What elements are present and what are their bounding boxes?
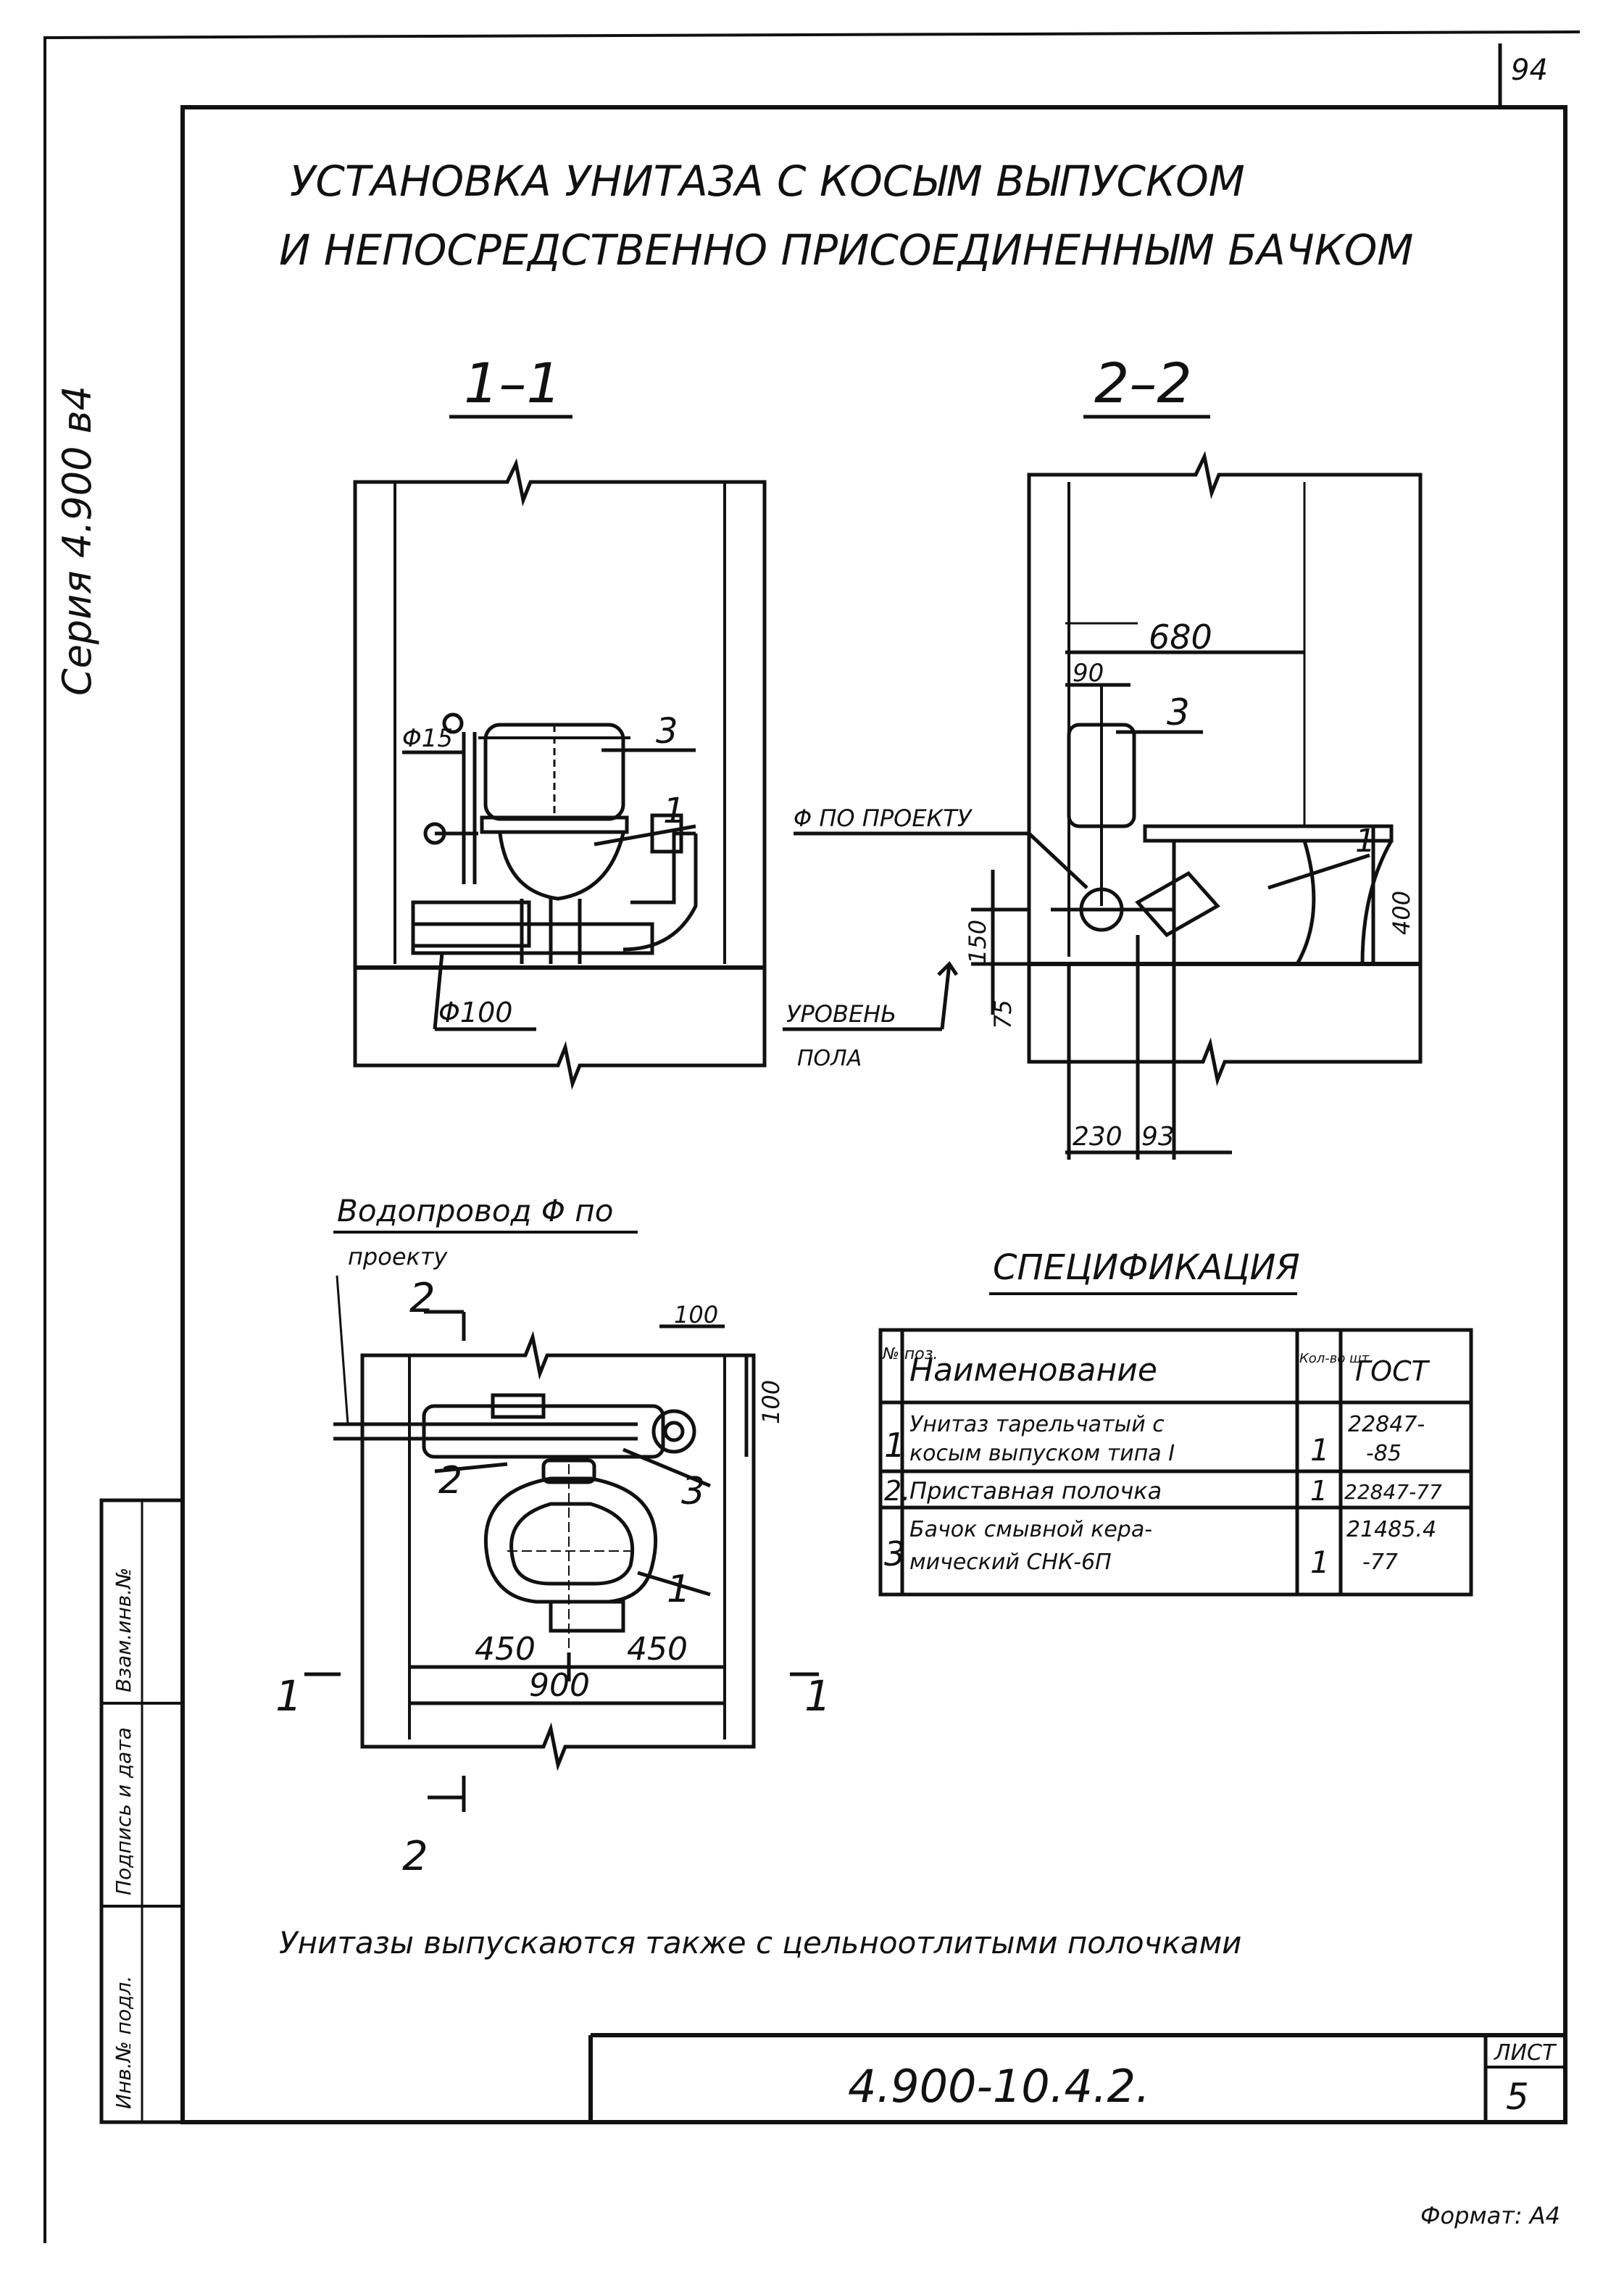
section-2-2-label: 2–2 xyxy=(1094,351,1192,415)
spec-header-qty: Кол-во шт. xyxy=(1299,1351,1373,1366)
page-number: 94 xyxy=(1511,54,1548,87)
spec-row-3-gost-1: 21485.4 xyxy=(1346,1517,1436,1542)
dim-680: 680 xyxy=(1149,618,1212,657)
spec-row-1-qty: 1 xyxy=(1310,1432,1330,1468)
pos-1-1-1: 1 xyxy=(663,791,686,831)
spec-row-2-qty: 1 xyxy=(1310,1475,1328,1507)
spec-row-2-pos: 2. xyxy=(884,1475,910,1507)
floor-level-2: ПОЛА xyxy=(797,1046,862,1071)
pos-3-1-1: 3 xyxy=(656,711,678,752)
spec-row-1-name-2: косым выпуском типа I xyxy=(909,1441,1175,1466)
spec-header-gost: ГОСТ xyxy=(1355,1355,1431,1387)
footer-note: Унитазы выпускаются также с цельноотлиты… xyxy=(279,1925,1241,1961)
pos-2-plan: 2 xyxy=(438,1459,462,1502)
spec-row-1-gost-2: -85 xyxy=(1366,1441,1402,1466)
drawing-frame xyxy=(99,43,1567,2124)
dim-900: 900 xyxy=(529,1667,590,1704)
stamp-sign: Подпись и дата xyxy=(112,1727,136,1895)
water-line-1: Водопровод Φ по xyxy=(337,1193,613,1228)
cut-1-right: 1 xyxy=(804,1671,831,1721)
dim-90: 90 xyxy=(1073,659,1104,688)
pos-3-2-2: 3 xyxy=(1167,691,1190,733)
title-line-2: И НЕПОСРЕДСТВЕННО ПРИСОЕДИНЕННЫМ БАЧКОМ xyxy=(279,225,1413,275)
water-line-2: проекту xyxy=(348,1243,448,1271)
dim-100-v: 100 xyxy=(757,1380,785,1424)
spec-row-1-pos: 1 xyxy=(884,1426,905,1465)
spec-header-pos: № поз. xyxy=(882,1345,938,1363)
spec-title: СПЕЦИФИКАЦИЯ xyxy=(993,1247,1300,1288)
specification: СПЕЦИФИКАЦИЯ № поз. Наименование Кол-во … xyxy=(878,1247,1473,1597)
spec-header-name: Наименование xyxy=(909,1352,1157,1389)
pos-3-plan: 3 xyxy=(681,1470,705,1513)
section-2-2: 2–2 xyxy=(783,351,1423,1160)
dim-100-h: 100 xyxy=(674,1301,718,1329)
dim-93: 93 xyxy=(1141,1122,1175,1152)
sheet-label: ЛИСТ xyxy=(1494,2040,1557,2066)
dim-450-right: 450 xyxy=(627,1631,688,1668)
spec-row-1-gost-1: 22847- xyxy=(1348,1412,1425,1437)
dim-450-left: 450 xyxy=(475,1631,536,1668)
page-edges xyxy=(43,30,1581,2243)
dim-400: 400 xyxy=(1388,891,1415,935)
spec-row-3-name-1: Бачок смывной кера- xyxy=(909,1517,1152,1542)
floor-level-1: УРОВЕНЬ xyxy=(786,1000,896,1028)
stamp-inv: Инв.№ подл. xyxy=(112,1976,136,2109)
stamp-replace: Взам.инв.№ xyxy=(112,1568,136,1692)
doc-code: 4.900-10.4.2. xyxy=(848,2060,1150,2113)
dim-150: 150 xyxy=(964,920,991,964)
spec-row-2-name-1: Приставная полочка xyxy=(909,1477,1162,1505)
pipe-water-1-1: Φ15 xyxy=(402,724,453,753)
spec-row-3-gost-2: -77 xyxy=(1362,1550,1398,1575)
pos-1-plan: 1 xyxy=(667,1568,691,1611)
pipe-sewer-1-1: Φ100 xyxy=(438,997,512,1028)
cut-2-bottom: 2 xyxy=(402,1833,428,1880)
dim-75: 75 xyxy=(989,999,1017,1029)
pipe-note-2-2: Φ ПО ПРОЕКТУ xyxy=(794,805,973,832)
format-label: Формат: А4 xyxy=(1420,2202,1560,2229)
cut-2-top: 2 xyxy=(409,1275,436,1322)
section-1-1: 1–1 xyxy=(353,351,767,1090)
spec-table xyxy=(878,1328,1473,1597)
spec-row-3-name-2: мический СНК-6П xyxy=(909,1550,1112,1575)
plan-view: Водопровод Φ по проекту xyxy=(275,1193,831,1880)
cut-1-left: 1 xyxy=(275,1671,302,1721)
dim-230: 230 xyxy=(1073,1122,1123,1152)
spec-row-2-gost-1: 22847-77 xyxy=(1344,1480,1442,1504)
section-1-1-label: 1–1 xyxy=(464,351,562,415)
spec-row-1-name-1: Унитаз тарельчатый с xyxy=(909,1412,1165,1437)
sheet-number: 5 xyxy=(1506,2076,1529,2118)
title-line-1: УСТАНОВКА УНИТАЗА С КОСЫМ ВЫПУСКОМ xyxy=(290,157,1245,206)
series-label: Серия 4.900 в4 xyxy=(54,386,100,696)
pos-1-2-2: 1 xyxy=(1355,823,1375,860)
spec-row-3-pos: 3 xyxy=(884,1534,905,1573)
spec-row-3-qty: 1 xyxy=(1310,1544,1330,1580)
